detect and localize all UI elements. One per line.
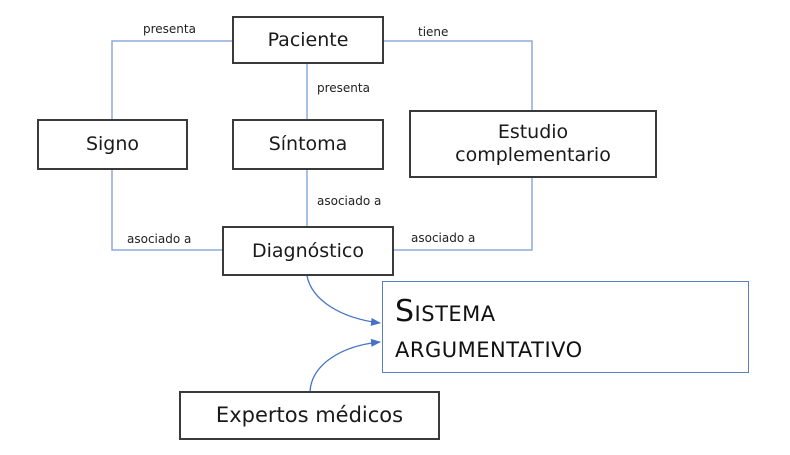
node-paciente: Paciente xyxy=(232,16,384,64)
arrow-expertos-sistema xyxy=(309,338,381,392)
edge-estudio-diagnostico xyxy=(393,177,533,251)
node-diagnostico: Diagnóstico xyxy=(222,226,394,276)
node-estudio-label-line1: Estudio xyxy=(497,121,569,144)
edge-label-paciente-sintoma: presenta xyxy=(317,81,370,95)
node-paciente-label: Paciente xyxy=(267,28,349,51)
node-estudio-label-line2: complementario xyxy=(455,144,611,166)
edge-label-sintoma-diagnostico: asociado a xyxy=(317,194,382,208)
edge-paciente-estudio xyxy=(383,40,533,110)
node-sintoma: Síntoma xyxy=(232,119,384,170)
node-expertos-label: Expertos médicos xyxy=(215,402,404,427)
node-expertos-medicos: Expertos médicos xyxy=(179,391,440,440)
node-sistema-label-line2: argumentativo xyxy=(395,330,583,365)
edge-label-paciente-signo: presenta xyxy=(143,22,196,36)
node-diagnostico-label: Diagnóstico xyxy=(252,239,364,262)
edge-label-paciente-estudio: tiene xyxy=(418,25,449,39)
node-sistema-argumentativo: Sistema argumentativo xyxy=(382,281,749,373)
edge-paciente-signo xyxy=(111,40,232,119)
node-signo: Signo xyxy=(37,119,188,170)
arrow-diagnostico-sistema xyxy=(306,275,381,326)
edge-label-signo-diagnostico: asociado a xyxy=(127,232,192,246)
node-sistema-label-line1: Sistema xyxy=(395,294,496,329)
edge-label-estudio-diagnostico: asociado a xyxy=(411,231,476,245)
node-sintoma-label: Síntoma xyxy=(268,133,348,156)
node-signo-label: Signo xyxy=(85,133,140,156)
node-estudio-complementario: Estudio complementario xyxy=(409,110,657,178)
edge-signo-diagnostico xyxy=(111,169,222,251)
